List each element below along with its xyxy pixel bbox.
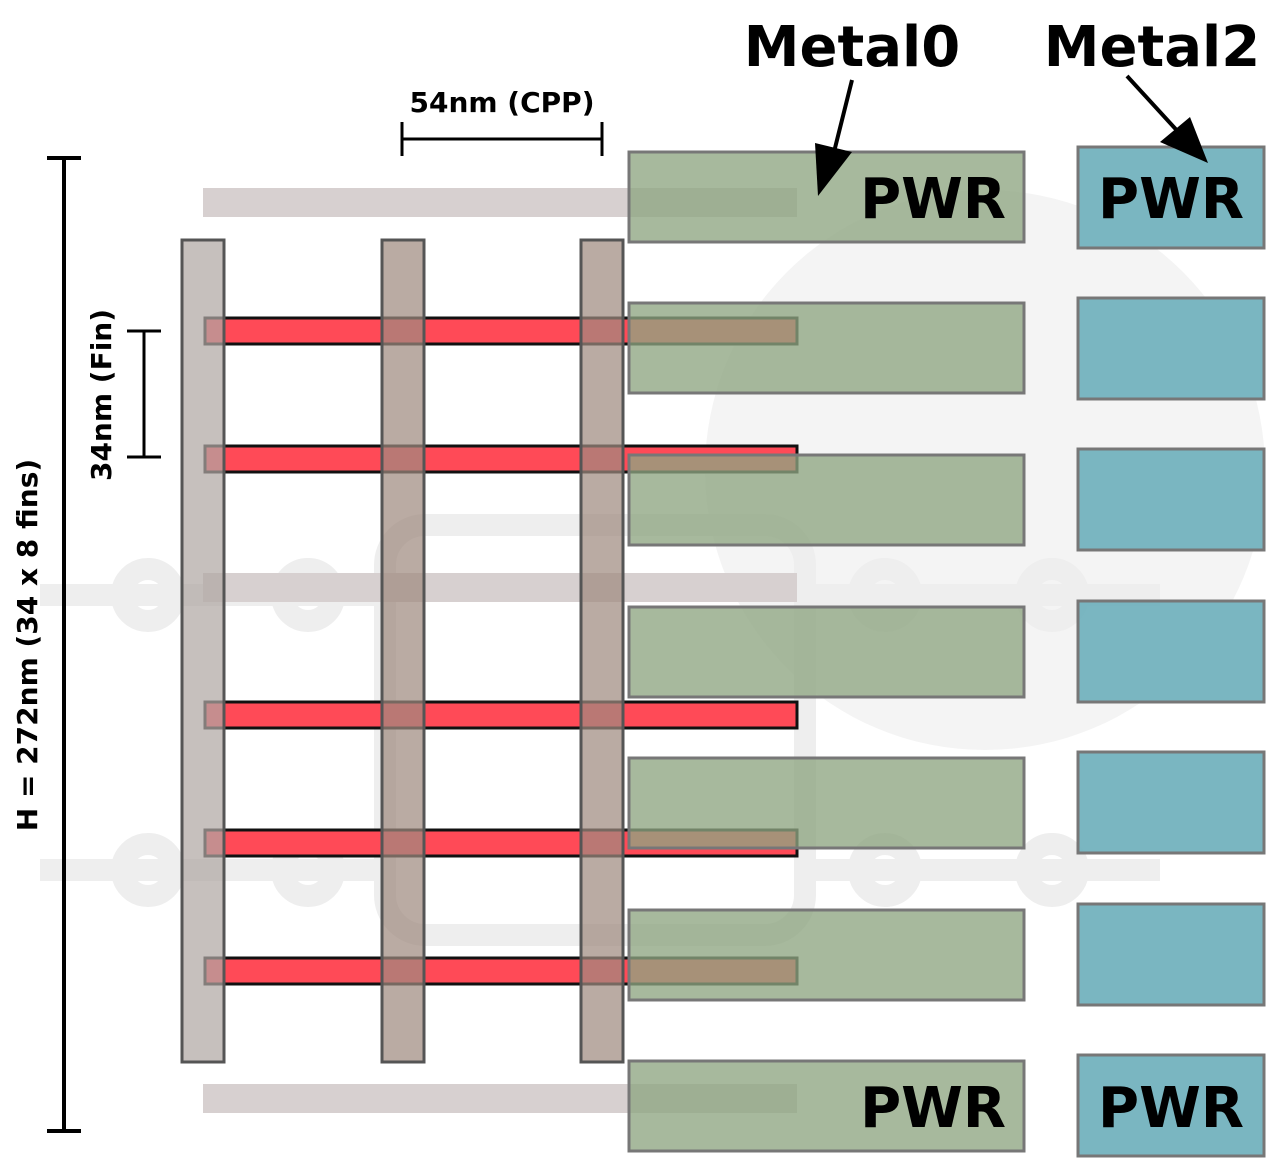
metal0-rail-label: PWR [860,167,1006,232]
cpp-dimension [400,122,604,156]
cell-height-dimension [47,156,81,1133]
gate [380,238,426,1064]
metal2-rail [1076,1053,1266,1158]
metal0-arrow [815,79,854,196]
metal2-rail [1076,447,1266,552]
metal2-rail [1076,750,1266,855]
metal0-heading: Metal0 [744,15,960,80]
dummy-fin [203,573,797,602]
metal2-rail [1076,145,1266,250]
rail-labels: PWR PWR PWR PWR [860,167,1244,1141]
metal0-rail [627,605,1026,699]
metal2-rails [1076,145,1266,1158]
metal0-rail-label: PWR [860,1076,1006,1141]
metal2-rail [1076,902,1266,1007]
metal0-rail [627,301,1026,395]
metal0-rail [627,453,1026,547]
gates [180,238,625,1064]
dummy-gate [180,238,226,1064]
metal2-rail [1076,296,1266,401]
gate [579,238,625,1064]
fin-pitch-label: 34nm (Fin) [85,309,118,481]
fin [203,700,799,730]
metal0-rail [627,908,1026,1002]
cell-height-label: H = 272nm (34 x 8 fins) [11,459,44,831]
metal2-rail [1076,599,1266,704]
metal0-rails [627,150,1026,1153]
metal2-rail-label: PWR [1098,167,1244,232]
metal2-arrow [1125,74,1208,163]
metal2-heading: Metal2 [1044,15,1260,80]
cpp-label: 54nm (CPP) [409,86,594,119]
fin-pitch-dimension [127,329,161,459]
metal0-rail [627,1059,1026,1153]
metal2-rail-label: PWR [1098,1076,1244,1141]
metal0-rail [627,756,1026,850]
